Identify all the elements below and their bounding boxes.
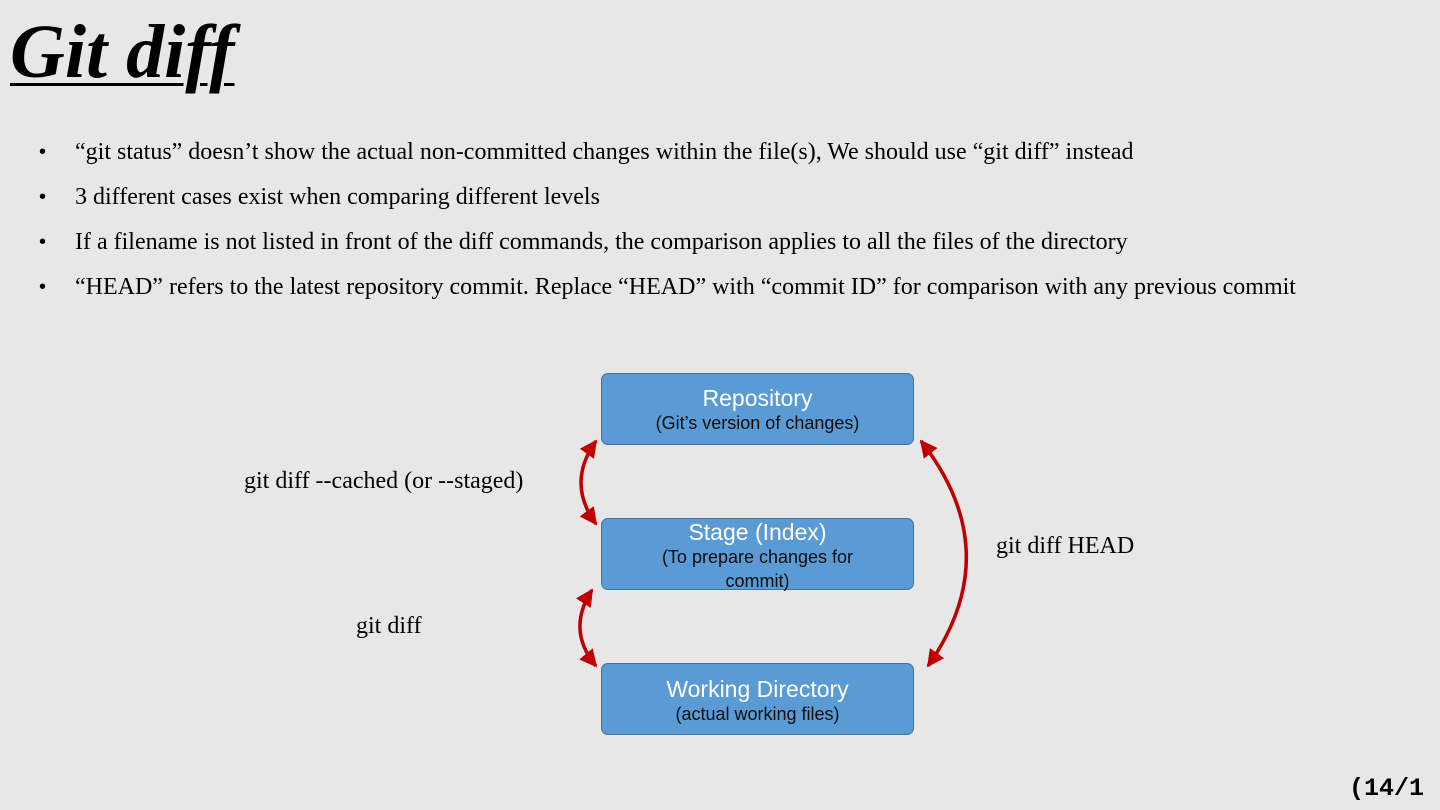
cached-arrow (579, 439, 598, 526)
bullet-item: • If a filename is not listed in front o… (36, 227, 1296, 272)
slide-title: Git diff (10, 10, 235, 94)
git-diff-label: git diff (356, 613, 422, 639)
stage-title: Stage (Index) (688, 519, 827, 545)
stage-box: Stage (Index) (To prepare changes for co… (601, 518, 914, 591)
bullet-icon: • (39, 186, 47, 208)
bullet-item: • “HEAD” refers to the latest repository… (36, 272, 1296, 317)
working-directory-title: Working Directory (666, 676, 849, 702)
page-number: (14/1 (1349, 774, 1425, 803)
working-directory-subtitle: (actual working files) (675, 704, 840, 724)
diff-arrow (576, 588, 598, 668)
working-directory-box: Working Directory (actual working files) (601, 663, 914, 735)
git-diff-head-label: git diff HEAD (996, 533, 1135, 559)
bullet-icon: • (39, 231, 47, 253)
repository-subtitle: (Git’s version of changes) (655, 413, 860, 433)
bullet-text: “HEAD” refers to the latest repository c… (75, 274, 1296, 300)
bullet-text: 3 different cases exist when comparing d… (75, 184, 600, 210)
bullet-text: “git status” doesn’t show the actual non… (75, 139, 1134, 165)
bullet-icon: • (39, 276, 47, 298)
bullet-item: • 3 different cases exist when comparing… (36, 182, 1296, 227)
bullet-icon: • (39, 141, 47, 163)
bullet-item: • “git status” doesn’t show the actual n… (36, 137, 1296, 182)
bullet-list: • “git status” doesn’t show the actual n… (36, 137, 1296, 317)
repository-title: Repository (702, 385, 813, 411)
head-arrow (919, 439, 969, 668)
stage-subtitle: (To prepare changes for commit) (661, 547, 854, 591)
git-diff-cached-label: git diff --cached (or --staged) (244, 468, 524, 494)
bullet-text: If a filename is not listed in front of … (75, 229, 1128, 255)
repository-box: Repository (Git’s version of changes) (601, 373, 914, 445)
